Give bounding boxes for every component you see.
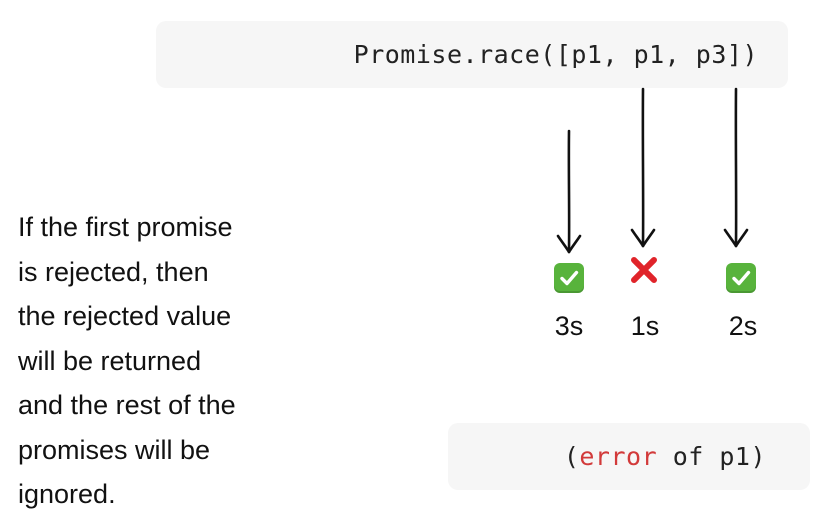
check-icon: [726, 263, 756, 293]
promise-2-time: 1s: [630, 311, 660, 341]
promise-race-code-box: Promise.race([p1, p1, p3]): [156, 21, 788, 88]
result-code-box: (error of p1): [448, 423, 810, 490]
arrow-promise-2: [630, 87, 656, 248]
cross-icon: [631, 257, 657, 283]
explanation-line: If the first promise: [18, 212, 233, 242]
promise-2-status: [627, 253, 661, 287]
explanation-line: and the rest of the: [18, 390, 236, 420]
promise-1-time: 3s: [554, 311, 584, 341]
arrow-promise-1: [556, 129, 582, 254]
explanation-line: promises will be: [18, 434, 211, 465]
explanation-line: the rejected value: [18, 301, 232, 331]
explanation-line: is rejected, then: [18, 256, 209, 287]
result-error-keyword: error: [579, 442, 658, 471]
result-rest: of p1): [657, 442, 766, 471]
promise-3-status: [724, 261, 758, 295]
arrow-promise-3: [723, 87, 749, 248]
explanation-line: ignored.: [18, 479, 116, 509]
result-open-paren: (: [563, 442, 580, 471]
result-text: (error of p1): [564, 442, 766, 471]
explanation-line: will be returned: [18, 345, 202, 376]
promise-1-status: [552, 261, 586, 295]
check-icon: [554, 263, 584, 293]
promise-race-call: Promise.race([p1, p1, p3]): [353, 40, 758, 69]
explanation-text: If the first promise is rejected, then t…: [18, 205, 308, 517]
promise-3-time: 2s: [728, 311, 758, 341]
